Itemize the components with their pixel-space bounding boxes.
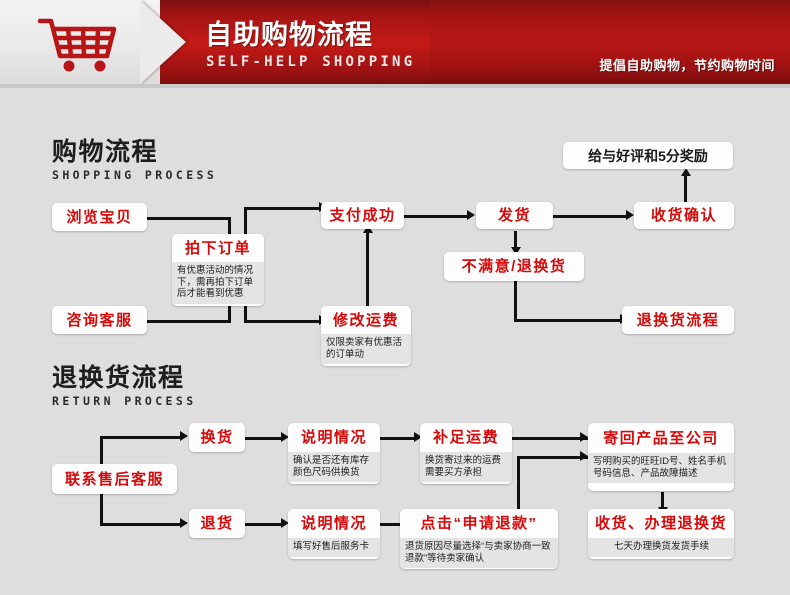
page-header: 自助购物流程 SELF-HELP SHOPPING 提倡自助购物，节约购物时间 — [0, 0, 790, 88]
arrowhead-down-dissatisfied — [511, 247, 521, 255]
node-label: 给与好评和5分奖励 — [588, 147, 708, 164]
connector-apply-up — [517, 456, 520, 524]
node-explain-exchange[interactable]: 说明情况 确认是否还有库存颜色尺码供换货 — [288, 423, 380, 484]
connector-contactcs-up-stub — [228, 303, 231, 322]
node-label: 不满意/退换货 — [461, 258, 567, 275]
node-label: 退货 — [200, 515, 234, 532]
node-apply-refund[interactable]: 点击“申请退款” 退货原因尽量选择“与卖家协商一致退款”等待卖家确认 — [400, 509, 558, 569]
node-note: 确认是否还有库存颜色尺码供换货 — [288, 452, 380, 482]
connector-explain-to-freight — [378, 437, 416, 440]
connector-freight-to-sendback — [510, 437, 588, 440]
node-exchange[interactable]: 换货 — [189, 423, 245, 452]
node-return-flow-link[interactable]: 退换货流程 — [622, 306, 734, 334]
node-note: 填写好售后服务卡 — [288, 538, 380, 557]
arrowhead-right-explain-exchange — [281, 432, 289, 442]
node-pay-freight[interactable]: 补足运费 换货寄过来的运费需要买方承担 — [420, 423, 512, 484]
connector-apply-to-sendback — [517, 456, 588, 459]
node-label: 发货 — [497, 207, 531, 224]
node-note: 仅限卖家有优惠活的订单动 — [321, 334, 411, 364]
node-contact-customer-service[interactable]: 咨询客服 — [52, 306, 147, 334]
node-note: 写明购买的旺旺ID号、姓名手机号码信息、产品故障描述 — [588, 453, 734, 483]
connector-aftersales-to-refund — [100, 523, 182, 526]
connector-to-modifyfee — [244, 320, 321, 323]
section-title-cn: 退换货流程 — [52, 364, 185, 392]
connector-paysuccess-to-ship — [404, 215, 469, 218]
node-browse[interactable]: 浏览宝贝 — [52, 203, 147, 231]
arrowhead-right-sendback-bottom — [580, 451, 588, 461]
node-dissatisfied[interactable]: 不满意/退换货 — [444, 252, 584, 281]
node-receive-and-handle[interactable]: 收货、办理退换货 七天办理换货发货手续 — [588, 509, 734, 559]
node-note: 有优惠活动的情况下，需再拍下订单后才能看到优惠 — [172, 262, 264, 304]
connector-aftersales-to-exchange — [100, 436, 182, 439]
node-refund[interactable]: 退货 — [189, 509, 245, 538]
section-title-en: SHOPPING PROCESS — [52, 168, 218, 182]
node-note: 七天办理换货发货手续 — [588, 538, 734, 557]
connector-ship-to-dissatisfied — [514, 231, 517, 249]
shopping-cart-icon — [37, 18, 117, 72]
node-label: 浏览宝贝 — [66, 208, 133, 226]
connector-refund-to-explain2 — [243, 523, 283, 526]
node-label: 退换货流程 — [636, 311, 720, 329]
node-label: 收货、办理退换货 — [594, 515, 727, 532]
node-label: 补足运费 — [432, 429, 499, 446]
node-label: 修改运费 — [332, 311, 399, 329]
node-reward[interactable]: 给与好评和5分奖励 — [563, 142, 733, 169]
connector-explain2-to-apply — [378, 523, 416, 526]
arrowhead-up-paysuccess — [363, 225, 373, 233]
node-contact-after-sales[interactable]: 联系售后客服 — [52, 464, 177, 494]
node-explain-refund[interactable]: 说明情况 填写好售后服务卡 — [288, 509, 380, 559]
node-label: 支付成功 — [329, 207, 396, 224]
node-label: 收货确认 — [650, 207, 717, 224]
connector-modifyfee-to-paysuccess — [366, 232, 369, 307]
node-ship[interactable]: 发货 — [476, 202, 553, 229]
header-title-en: SELF-HELP SHOPPING — [206, 54, 416, 70]
header-divider — [0, 84, 790, 88]
connector-modifyfee-branch-v — [244, 303, 247, 322]
arrowhead-right-explain-refund — [281, 518, 289, 528]
node-note: 退货原因尽量选择“与卖家协商一致退款”等待卖家确认 — [400, 538, 558, 568]
connector-contactcs-right — [147, 320, 231, 323]
connector-placeorder-up — [244, 207, 247, 237]
node-place-order[interactable]: 拍下订单 有优惠活动的情况下，需再拍下订单后才能看到优惠 — [172, 234, 264, 306]
connector-ship-to-confirm — [552, 215, 628, 218]
arrowhead-right-exchange — [180, 431, 188, 441]
connector-placeorder-to-paysuccess — [244, 207, 321, 210]
section-title-shopping-process: 购物流程 SHOPPING PROCESS — [52, 138, 217, 182]
node-confirm-receipt[interactable]: 收货确认 — [634, 202, 734, 229]
arrowhead-right-confirm — [626, 210, 634, 220]
header-arrow-chevron-icon — [140, 0, 186, 84]
arrowhead-right-ship — [467, 210, 475, 220]
header-red-banner — [160, 0, 790, 84]
header-red-gradient-overlay — [430, 0, 790, 84]
connector-dissatisfied-down — [514, 281, 517, 321]
node-label: 换货 — [200, 429, 234, 446]
node-modify-freight[interactable]: 修改运费 仅限卖家有优惠活的订单动 — [321, 306, 411, 366]
node-label: 咨询客服 — [66, 311, 133, 329]
connector-exchange-to-explain — [243, 437, 283, 440]
node-note: 换货寄过来的运费需要买方承担 — [420, 452, 512, 482]
header-tagline: 提倡自助购物，节约购物时间 — [599, 58, 775, 73]
connector-confirm-to-reward — [684, 175, 687, 202]
header-title-cn: 自助购物流程 — [205, 20, 373, 50]
node-send-back-to-company[interactable]: 寄回产品至公司 写明购买的旺旺ID号、姓名手机号码信息、产品故障描述 — [588, 423, 734, 491]
section-title-return-process: 退换货流程 RETURN PROCESS — [52, 364, 197, 408]
arrowhead-right-refund — [180, 518, 188, 528]
arrowhead-up-reward — [681, 168, 691, 176]
node-label: 拍下订单 — [184, 239, 251, 257]
connector-sendback-to-receive — [661, 492, 664, 509]
connector-browse-down — [228, 217, 231, 236]
header-left-panel — [0, 0, 160, 84]
node-label: 点击“申请退款” — [420, 515, 538, 532]
node-label: 联系售后客服 — [64, 470, 164, 488]
arrowhead-right-freight — [414, 432, 422, 442]
node-pay-success[interactable]: 支付成功 — [321, 202, 404, 229]
section-title-cn: 购物流程 — [52, 138, 159, 166]
node-label: 说明情况 — [300, 429, 367, 446]
arrowhead-right-sendback-top — [580, 432, 588, 442]
connector-dissatisfied-to-returnflow — [514, 319, 622, 322]
node-label: 说明情况 — [300, 515, 367, 532]
node-label: 寄回产品至公司 — [603, 429, 719, 447]
connector-browse-to-placeorder — [147, 217, 231, 220]
section-title-en: RETURN PROCESS — [52, 394, 197, 408]
